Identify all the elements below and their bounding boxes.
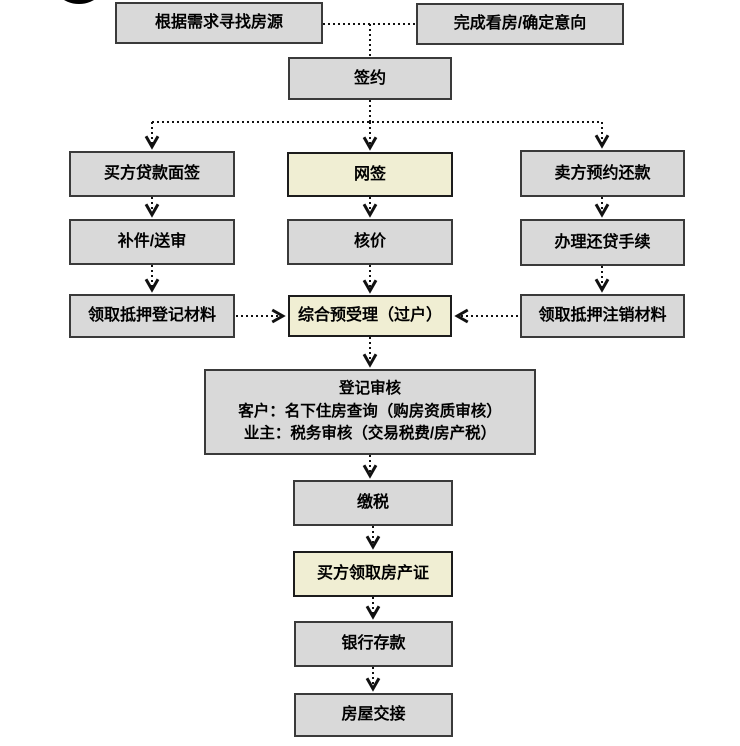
registration-review-owner-line: 业主：税务审核（交易税费/房产税） (243, 425, 497, 443)
node-pay-tax: 缴税 (293, 480, 453, 526)
node-house-handover: 房屋交接 (294, 693, 453, 737)
node-registration-review: 登记审核 客户：名下住房查询（购房资质审核） 业主：税务审核（交易税费/房产税） (204, 369, 536, 455)
node-buyer-loan-interview: 买方贷款面签 (69, 151, 235, 197)
node-bank-deposit: 银行存款 (294, 621, 453, 667)
node-mortgage-cancellation-materials: 领取抵押注销材料 (520, 294, 685, 338)
node-confirm-intent: 完成看房/确定意向 (416, 3, 624, 45)
registration-review-client-line: 客户：名下住房查询（购房资质审核） (238, 402, 502, 420)
node-sign-contract: 签约 (288, 57, 452, 100)
node-buyer-get-certificate: 买方领取房产证 (293, 551, 453, 597)
node-pre-acceptance-transfer: 综合预受理（过户） (288, 295, 452, 337)
registration-review-title: 登记审核 (338, 380, 401, 398)
node-find-housing: 根据需求寻找房源 (115, 2, 323, 44)
node-price-check: 核价 (287, 219, 453, 265)
cropped-logo-circle (64, 0, 94, 4)
node-mortgage-registration-materials: 领取抵押登记材料 (69, 294, 235, 338)
node-seller-repay-appointment: 卖方预约还款 (520, 150, 685, 197)
node-supplement-review: 补件/送审 (69, 219, 235, 265)
node-online-sign: 网签 (287, 152, 453, 197)
node-repay-loan-procedure: 办理还贷手续 (520, 219, 685, 266)
